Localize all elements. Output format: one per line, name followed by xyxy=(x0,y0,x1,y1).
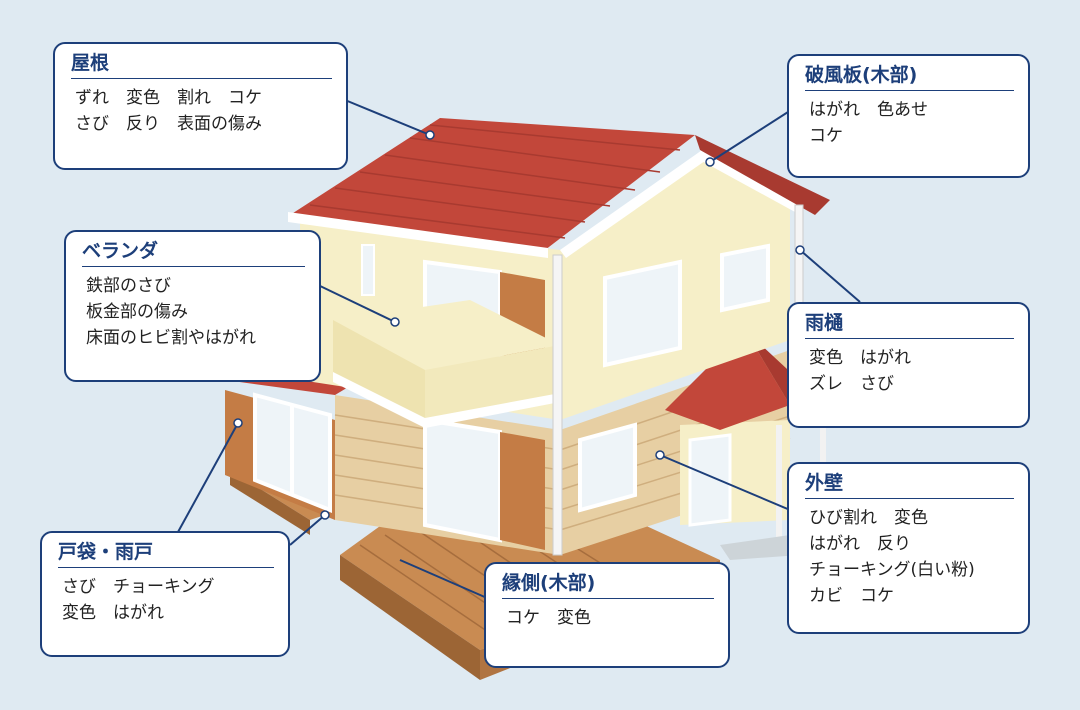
callout-veranda-line-2: 板金部の傷み xyxy=(86,302,188,322)
callout-shutter-box-title: 戸袋・雨戸 xyxy=(58,541,274,568)
callout-veranda: ベランダ 鉄部のさび 板金部の傷み 床面のヒビ割やはがれ xyxy=(64,230,321,382)
callout-veranda-title: ベランダ xyxy=(82,240,305,267)
leader-lines xyxy=(177,99,861,599)
callout-exterior-wall-title: 外壁 xyxy=(805,472,1014,499)
callout-shutter-box: 戸袋・雨戸 さび チョーキング 変色 はがれ xyxy=(40,531,290,657)
callout-barge-board-line-1: はがれ 色あせ xyxy=(809,100,928,120)
callout-exterior-wall-line-4: カビ コケ xyxy=(809,586,894,606)
callout-roof: 屋根 ずれ 変色 割れ コケ さび 反り 表面の傷み xyxy=(53,42,348,170)
callout-exterior-wall-line-3: チョーキング(白い粉) xyxy=(809,560,975,580)
callout-veranda-line-1: 鉄部のさび xyxy=(86,276,171,296)
callout-shutter-box-line-1: さび チョーキング xyxy=(62,577,215,597)
callout-exterior-wall-line-1: ひび割れ 変色 xyxy=(809,508,928,528)
callout-roof-title: 屋根 xyxy=(71,52,332,79)
callout-barge-board: 破風板(木部) はがれ 色あせ コケ xyxy=(787,54,1030,178)
callout-roof-line-1: ずれ 変色 割れ コケ xyxy=(75,88,262,108)
lower-window-front xyxy=(423,417,502,543)
upper-window-right xyxy=(603,259,682,368)
callout-gutter-line-2: ズレ さび xyxy=(809,374,894,394)
porch-roof xyxy=(665,330,790,430)
lower-window-right xyxy=(578,422,637,513)
veranda-top xyxy=(333,300,560,370)
callout-barge-board-line-2: コケ xyxy=(809,126,843,146)
deck-front xyxy=(340,555,480,680)
callout-veranda-deck-line-1: コケ 変色 xyxy=(506,608,591,628)
callout-veranda-deck-title: 縁側(木部) xyxy=(502,572,714,599)
callout-exterior-wall: 外壁 ひび割れ 変色 はがれ 反り チョーキング(白い粉) カビ コケ xyxy=(787,462,1030,634)
callout-roof-line-2: さび 反り 表面の傷み xyxy=(75,114,262,134)
callout-barge-board-title: 破風板(木部) xyxy=(805,64,1014,91)
callout-veranda-deck: 縁側(木部) コケ 変色 xyxy=(484,562,730,668)
callout-veranda-line-3: 床面のヒビ割やはがれ xyxy=(86,328,256,348)
callout-shutter-box-line-2: 変色 はがれ xyxy=(62,603,164,623)
main-roof xyxy=(290,118,695,250)
downspout xyxy=(552,254,563,556)
gable xyxy=(560,155,790,250)
callout-exterior-wall-line-2: はがれ 反り xyxy=(809,534,911,554)
callout-gutter-line-1: 変色 はがれ xyxy=(809,348,911,368)
callout-gutter-title: 雨樋 xyxy=(805,312,1014,339)
callout-gutter: 雨樋 変色 はがれ ズレ さび xyxy=(787,302,1030,428)
veranda-front xyxy=(333,320,425,420)
